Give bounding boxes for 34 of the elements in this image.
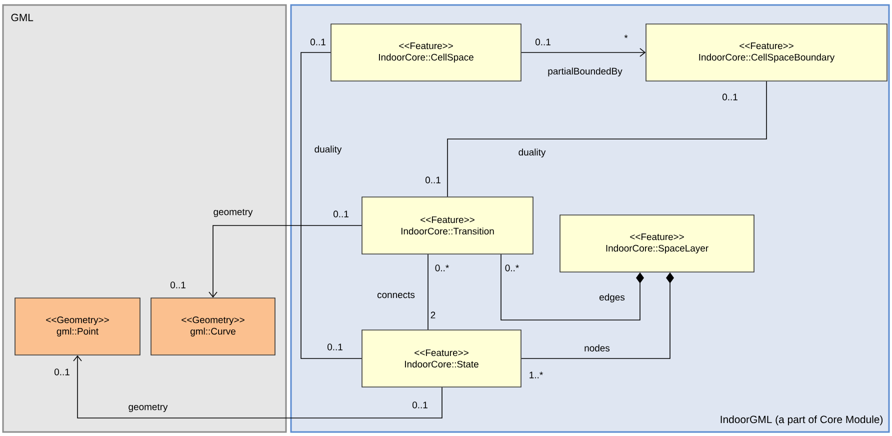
class-box: <<Geometry>> gml::Point xyxy=(14,298,140,356)
multiplicity-label: 0..1 xyxy=(425,176,440,184)
multiplicity-label: 0..1 xyxy=(310,38,326,46)
edge-label: connects xyxy=(377,292,415,298)
edge-label: geometry xyxy=(128,404,168,412)
class-box: <<Geometry>> gml::Curve xyxy=(150,298,276,356)
multiplicity-label: 0..1 xyxy=(334,210,348,218)
edge-label: nodes xyxy=(584,344,610,352)
association-line xyxy=(300,52,362,359)
multiplicity-label: 0..* xyxy=(435,264,449,272)
association-line xyxy=(208,225,362,298)
edge-label: duality xyxy=(314,146,342,154)
edge-label: edges xyxy=(600,294,625,302)
association-line xyxy=(73,355,442,418)
multiplicity-label: 0..1 xyxy=(722,94,738,100)
edge-label: geometry xyxy=(214,208,253,218)
multiplicity-label: 0..1 xyxy=(328,344,342,350)
class-box: <<Feature>> IndoorCore::SpaceLayer xyxy=(560,214,754,272)
class-box: <<Feature>> IndoorCore::CellSpace xyxy=(330,24,522,82)
multiplicity-label: 0..1 xyxy=(54,368,70,376)
association-line xyxy=(521,48,646,57)
edge-label: partialBoundedBy xyxy=(548,68,622,76)
class-box: <<Feature>> IndoorCore::State xyxy=(362,330,522,388)
association-line xyxy=(447,81,767,197)
multiplicity-label: 0..1 xyxy=(170,282,186,288)
multiplicity-label: 0..* xyxy=(505,264,519,272)
class-box: <<Feature>> IndoorCore::Transition xyxy=(362,196,534,254)
multiplicity-label: 2 xyxy=(430,312,436,318)
class-box: <<Feature>> IndoorCore::CellSpaceBoundary xyxy=(646,24,888,82)
edge-label: duality xyxy=(518,148,546,158)
multiplicity-label: 0..1 xyxy=(412,402,428,408)
association-line xyxy=(500,254,644,320)
multiplicity-label: 0..1 xyxy=(535,38,550,46)
multiplicity-label: * xyxy=(624,34,628,38)
